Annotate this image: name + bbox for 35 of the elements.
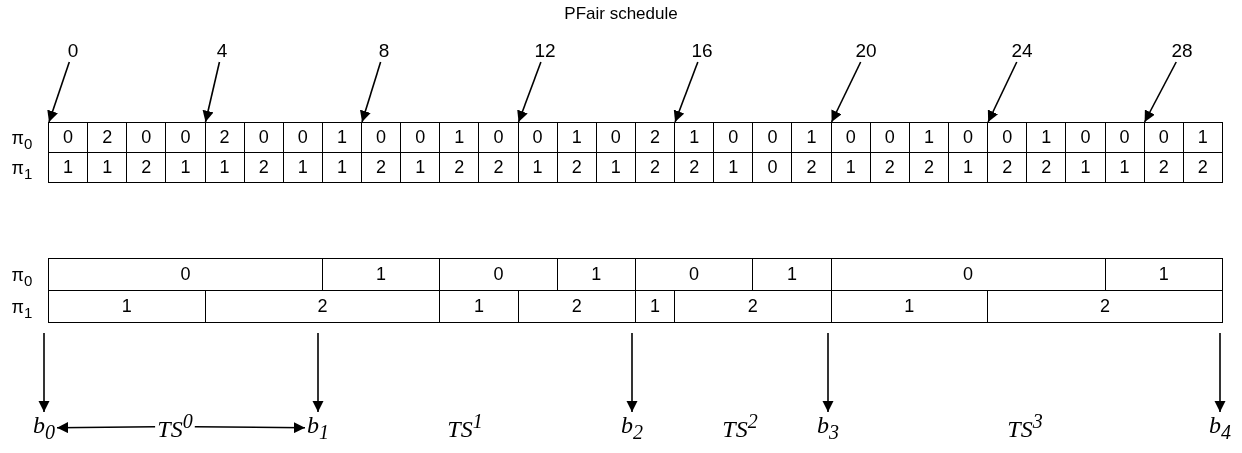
arrow	[517, 61, 542, 123]
arrow	[202, 61, 221, 123]
arrow	[830, 61, 862, 123]
arrow	[822, 332, 834, 413]
schedule-cell: 2	[987, 290, 1223, 323]
arrow	[626, 332, 638, 413]
arrow	[360, 61, 382, 123]
row-header: π$_{1}$	[11, 159, 33, 181]
arrow	[38, 332, 50, 413]
schedule-cell: 1	[48, 152, 89, 183]
time-label: 24	[1009, 40, 1035, 62]
schedule-cell: 1	[1104, 258, 1223, 291]
arrow	[312, 332, 324, 413]
arrow	[193, 422, 306, 434]
arrow	[47, 61, 71, 123]
time-label: 4	[214, 40, 230, 62]
time-label: 16	[689, 40, 715, 62]
arrow	[56, 422, 157, 434]
time-label: 20	[853, 40, 879, 62]
arrow	[673, 61, 699, 123]
row-header: π$_{0}$	[11, 129, 33, 151]
schedule-cell: 0	[48, 258, 323, 291]
arrow	[1214, 332, 1226, 413]
time-label: 0	[65, 40, 81, 62]
schedule-cell: 2	[1182, 152, 1223, 183]
schedule-cell: 0	[48, 122, 89, 153]
time-label: 12	[532, 40, 558, 62]
arrow	[1143, 61, 1177, 123]
schedule-cell: 1	[48, 290, 206, 323]
time-label: 28	[1169, 40, 1195, 62]
row-header: π$_{0}$	[11, 266, 33, 288]
diagram-title: PFair schedule	[563, 4, 679, 24]
arrow	[987, 61, 1018, 123]
time-label: 8	[376, 40, 392, 62]
row-header: π$_{1}$	[11, 298, 33, 320]
